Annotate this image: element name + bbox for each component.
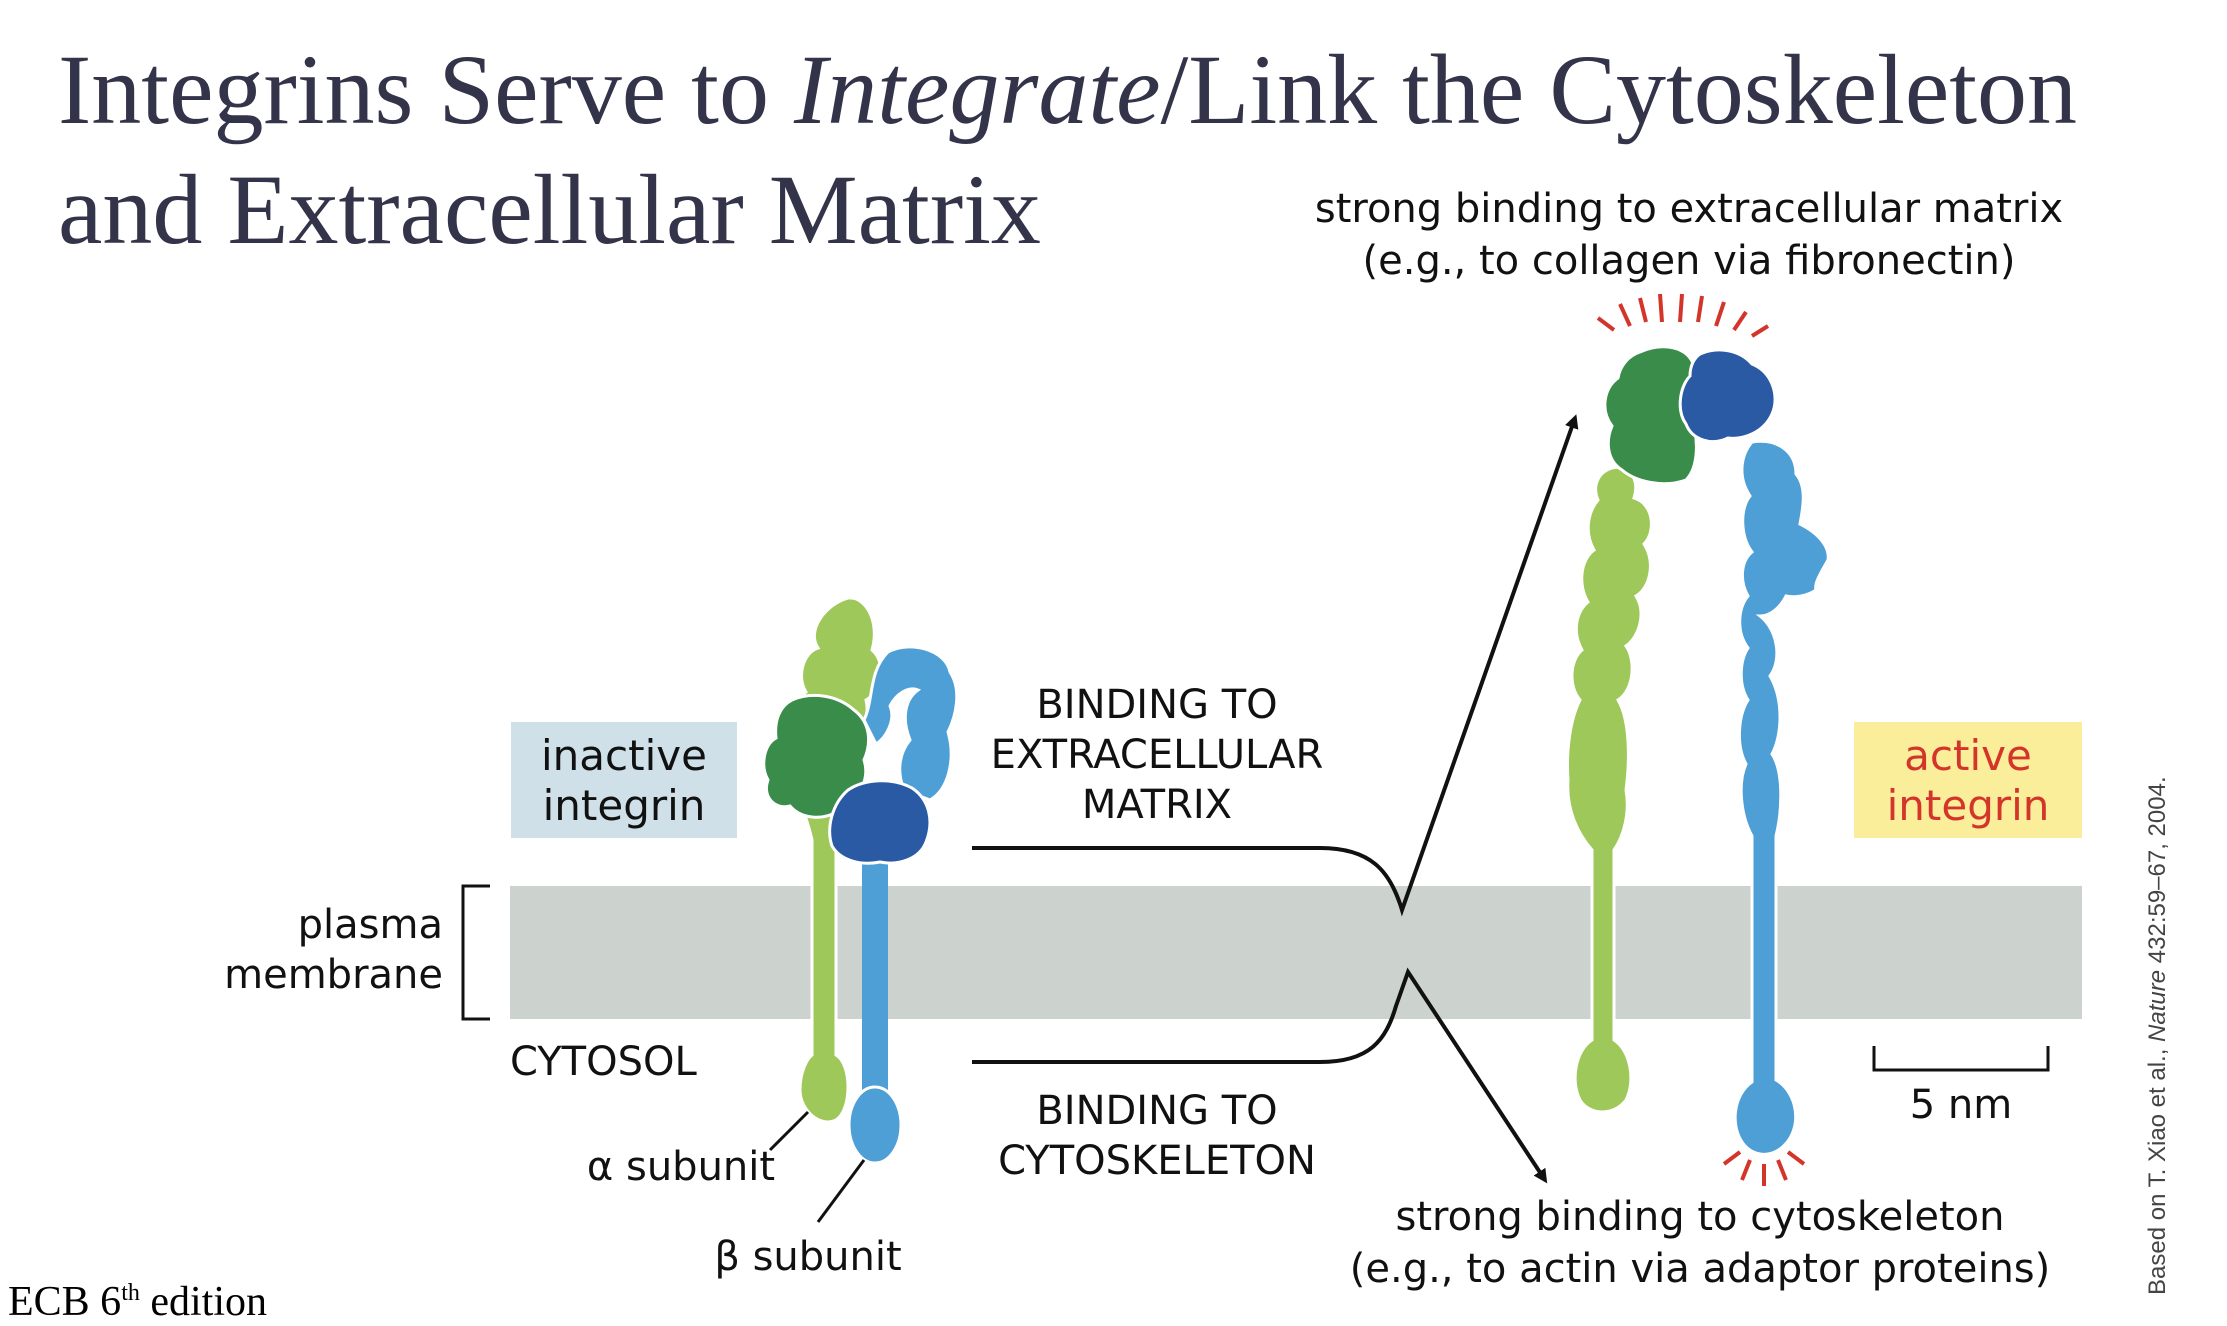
active-integrin: [1566, 345, 1830, 1156]
title-italic: Integrate: [793, 34, 1161, 145]
cytoskeleton-binding-sparks: [1722, 1150, 1806, 1186]
scale-label: 5 nm: [1910, 1082, 2012, 1128]
scale-bar: [1872, 1046, 2050, 1072]
ecm-binding-label-1: strong binding to extracellular matrix: [1315, 186, 2063, 232]
alpha-subunit-label: α subunit: [587, 1144, 775, 1190]
ecm-binding-sparks: [1596, 293, 1770, 338]
alpha-subunit-active: [1566, 465, 1653, 1114]
source-credit: Based on T. Xiao et al., Nature 432:59–6…: [2144, 776, 2172, 1295]
footer-sup: th: [121, 1280, 140, 1306]
active-label-1: active: [1904, 731, 2032, 780]
cytosol-label: CYTOSOL: [510, 1039, 697, 1085]
arrow-to-cytoskeleton: [972, 967, 1548, 1184]
title-part: Integrins Serve to: [58, 34, 794, 145]
plasma-membrane-label-2: membrane: [224, 952, 443, 998]
credit-journal: Nature: [2144, 969, 2171, 1042]
beta-head-dark-active: [1678, 348, 1777, 443]
plasma-membrane-label-1: plasma: [298, 902, 443, 948]
binding-ecm-label-3: MATRIX: [1082, 782, 1232, 828]
footer-part: edition: [139, 1279, 268, 1325]
beta-stalk-inactive: [862, 862, 888, 1097]
inactive-label-1: inactive: [541, 731, 707, 780]
binding-ecm-label-2: EXTRACELLULAR: [991, 732, 1324, 778]
ecm-binding-label-2: (e.g., to collagen via fibronectin): [1363, 238, 2016, 284]
footer-part: ECB 6: [8, 1279, 122, 1325]
cyto-binding-label-1: strong binding to cytoskeleton: [1396, 1194, 2005, 1240]
binding-ecm-label-1: BINDING TO: [1036, 682, 1277, 728]
binding-cyto-label-1: BINDING TO: [1036, 1088, 1277, 1134]
alpha-pointer: [768, 1110, 810, 1152]
title-line-1: Integrins Serve to Integrate/Link the Cy…: [58, 40, 2077, 140]
plasma-membrane: [510, 886, 2082, 1019]
arrow-to-ecm: [972, 414, 1579, 917]
beta-head-dark-inactive: [828, 779, 932, 865]
beta-pointer: [816, 1159, 866, 1223]
credit-part: 432:59–67, 2004.: [2144, 776, 2171, 970]
beta-subunit-active: [1733, 439, 1830, 1156]
binding-cyto-label-2: CYTOSKELETON: [998, 1138, 1316, 1184]
title-part: /Link the Cytoskeleton: [1160, 34, 2078, 145]
beta-subunit-head-inactive: [862, 645, 959, 802]
active-label-2: integrin: [1887, 781, 2050, 830]
footer-note: ECB 6th edition: [8, 1278, 267, 1326]
credit-part: Based on T. Xiao et al.,: [2144, 1041, 2171, 1295]
beta-tail-inactive: [847, 1085, 903, 1165]
inactive-integrin-box: [511, 722, 737, 838]
inactive-label-2: integrin: [543, 781, 706, 830]
alpha-head-inactive: [762, 693, 871, 819]
title-line-2: and Extracellular Matrix: [58, 154, 1041, 265]
cyto-binding-label-2: (e.g., to actin via adaptor proteins): [1350, 1246, 2050, 1292]
active-integrin-box: [1854, 722, 2082, 838]
inactive-integrin: [762, 596, 959, 1165]
membrane-bracket: [461, 884, 490, 1021]
beta-subunit-label: β subunit: [714, 1234, 901, 1280]
